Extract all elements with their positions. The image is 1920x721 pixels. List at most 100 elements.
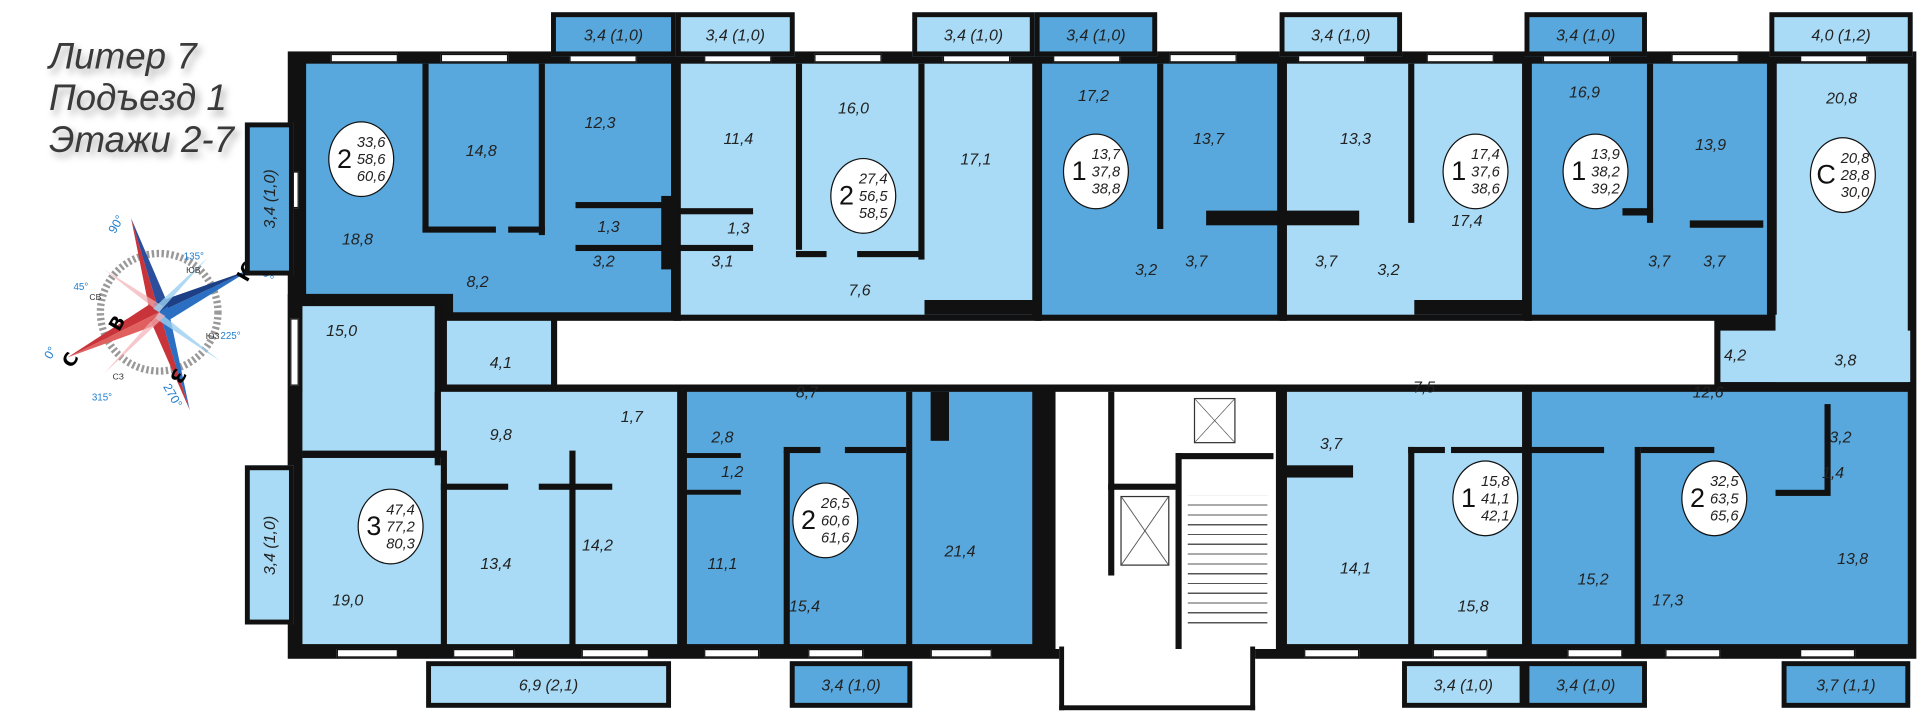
room-area-label: 8,7 bbox=[795, 382, 819, 402]
header-floors: Этажи 2-7 bbox=[48, 120, 235, 161]
interior-wall bbox=[1408, 63, 1415, 223]
balcony-area-label: 3,4 (1,0) bbox=[1556, 675, 1616, 694]
interior-wall bbox=[783, 450, 790, 647]
interior-wall bbox=[1775, 489, 1825, 496]
interior-wall bbox=[679, 489, 741, 495]
room-count: 3 bbox=[366, 510, 382, 542]
balcony: 3,4 (1,0) bbox=[1524, 12, 1647, 57]
balcony: 6,9 (2,1) bbox=[426, 661, 672, 708]
room-area-label: 16,9 bbox=[1569, 82, 1601, 102]
header-liter: Литер 7 bbox=[48, 36, 197, 78]
interior-wall bbox=[1408, 446, 1445, 454]
room-area-label: 4,1 bbox=[489, 353, 512, 372]
window bbox=[1432, 648, 1488, 658]
interior-wall bbox=[1451, 446, 1525, 454]
room-area-label: 7,5 bbox=[1413, 377, 1436, 397]
room-area-label: 3,7 bbox=[1648, 251, 1671, 271]
balcony-area-label: 3,4 (1,0) bbox=[260, 515, 279, 575]
balcony: 3,4 (1,0) bbox=[675, 12, 795, 57]
balcony: 3,4 (1,0) bbox=[1034, 12, 1158, 57]
room-area-label: 3,2 bbox=[1829, 427, 1852, 447]
interior-wall bbox=[1279, 385, 1287, 649]
balcony: 3,4 (1,0) bbox=[912, 12, 1035, 57]
total-with-balcony-area: 65,6 bbox=[1709, 506, 1739, 525]
interior-wall bbox=[1769, 51, 1777, 315]
room-area-label: 2,8 bbox=[711, 427, 734, 447]
interior-wall bbox=[918, 63, 925, 260]
balcony-area-label: 4,0 (1,2) bbox=[1811, 25, 1871, 44]
interior-wall bbox=[679, 208, 754, 215]
interior-wall bbox=[795, 63, 803, 250]
window bbox=[1665, 648, 1721, 658]
room-area-label: 13,9 bbox=[1695, 135, 1727, 154]
window bbox=[330, 53, 398, 63]
apartment-area bbox=[1720, 330, 1911, 383]
room-area-label: 15,2 bbox=[1577, 570, 1609, 589]
room-area-label: 14,1 bbox=[1340, 558, 1372, 578]
total-with-balcony-area: 30,0 bbox=[1840, 183, 1870, 201]
room-count: 2 bbox=[839, 180, 855, 211]
entrance-vestibule bbox=[1059, 646, 1256, 711]
compass-rose-icon bbox=[67, 217, 252, 411]
interior-wall bbox=[1640, 446, 1715, 454]
apartment-area bbox=[453, 291, 672, 313]
compass-ne: СВ bbox=[89, 293, 102, 303]
interior-wall bbox=[679, 244, 754, 252]
room-area-label: 3,7 bbox=[1703, 251, 1726, 271]
interior-wall bbox=[538, 63, 545, 236]
interior-wall bbox=[679, 453, 741, 458]
apartment-area bbox=[1775, 63, 1908, 383]
interior-wall bbox=[795, 251, 827, 258]
window bbox=[1169, 53, 1237, 63]
vestibule-wall bbox=[1059, 646, 1065, 711]
interior-wall bbox=[844, 446, 907, 454]
window bbox=[814, 53, 882, 63]
interior-wall bbox=[434, 391, 441, 466]
living-area: 33,6 bbox=[356, 133, 386, 151]
apartment-area bbox=[685, 391, 1033, 645]
compass-deg-nw: 315° bbox=[91, 391, 113, 403]
balcony-area-label: 3,4 (1,0) bbox=[705, 25, 765, 44]
room-area-label: 3,2 bbox=[1377, 260, 1400, 279]
total-area: 56,5 bbox=[858, 187, 888, 205]
interior-wall bbox=[1414, 300, 1525, 315]
room-area-label: 15,4 bbox=[788, 596, 820, 616]
interior-wall bbox=[1689, 220, 1764, 228]
living-area: 26,5 bbox=[820, 494, 850, 512]
compass-deg-se: 135° bbox=[183, 251, 204, 263]
room-area-label: 17,1 bbox=[960, 150, 992, 169]
interior-wall bbox=[661, 195, 680, 270]
apartment-area bbox=[446, 320, 552, 385]
balcony-area-label: 3,4 (1,0) bbox=[943, 25, 1004, 44]
total-area: 38,2 bbox=[1591, 162, 1620, 181]
room-area-label: 11,4 bbox=[723, 129, 754, 148]
room-area-label: 3,1 bbox=[711, 251, 734, 271]
interior-wall bbox=[1530, 446, 1605, 454]
balcony-area-label: 3,4 (1,0) bbox=[1556, 25, 1616, 44]
room-area-label: 18,8 bbox=[342, 229, 374, 248]
room-area-label: 14,8 bbox=[465, 141, 497, 160]
interior-wall bbox=[1279, 465, 1354, 478]
total-with-balcony-area: 58,5 bbox=[858, 204, 888, 222]
interior-wall bbox=[440, 450, 447, 647]
room-area-label: 13,7 bbox=[1193, 129, 1225, 148]
balcony-area-label: 3,4 (1,0) bbox=[1066, 25, 1126, 44]
balcony: 3,4 (1,0) bbox=[551, 12, 676, 57]
balcony-area-label: 3,4 (1,0) bbox=[1433, 675, 1493, 694]
core-wall bbox=[1175, 453, 1274, 460]
total-with-balcony-area: 60,6 bbox=[356, 167, 386, 185]
total-area: 58,6 bbox=[356, 150, 386, 168]
room-area-label: 7,6 bbox=[848, 281, 871, 300]
vestibule-wall bbox=[1250, 646, 1256, 711]
total-with-balcony-area: 61,6 bbox=[820, 528, 850, 547]
room-count: 2 bbox=[1690, 482, 1706, 514]
room-area-label: 1,7 bbox=[620, 407, 643, 426]
window bbox=[336, 648, 398, 658]
interior-wall bbox=[930, 391, 949, 441]
interior-wall bbox=[440, 483, 509, 490]
